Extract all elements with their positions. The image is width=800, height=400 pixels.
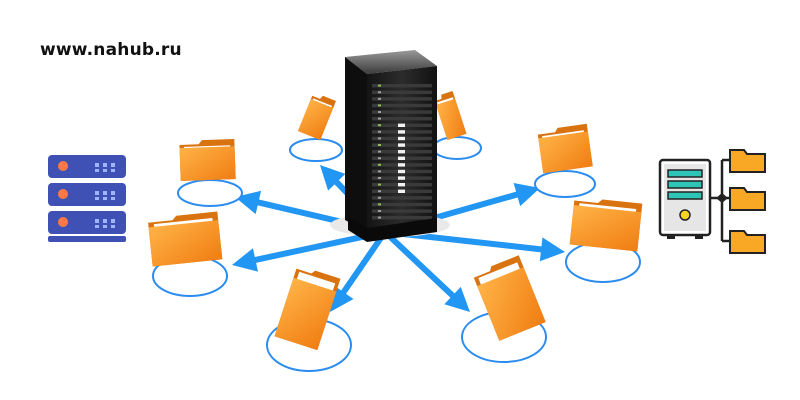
folder-icon (537, 123, 593, 174)
site-url-label: www.nahub.ru (40, 40, 182, 60)
folder-icon (473, 255, 546, 341)
folder-icon (274, 268, 341, 351)
drive-led (398, 123, 405, 127)
status-led (378, 84, 381, 87)
drive-slot (372, 202, 432, 207)
folder-icon (298, 95, 336, 140)
drive-led (398, 130, 405, 134)
folder-icon (179, 139, 236, 181)
ring (534, 170, 596, 198)
folder-nodes (148, 91, 643, 372)
arrow (330, 230, 388, 312)
drive-led (398, 169, 405, 174)
status-led (378, 170, 381, 173)
ring (177, 179, 243, 207)
drive-slot (372, 103, 432, 108)
status-led (378, 137, 381, 140)
arrow (384, 229, 565, 262)
server-rack-icon (48, 155, 126, 242)
drive-slot (372, 196, 432, 200)
folder-icon (148, 211, 223, 267)
ring (432, 136, 482, 160)
arrow (232, 229, 386, 272)
drive-slot (372, 209, 432, 213)
status-led (378, 97, 381, 100)
status-led (378, 216, 381, 219)
computer-folder-tree-icon (658, 149, 766, 254)
status-led (378, 203, 381, 206)
drive-slot (372, 97, 432, 101)
status-led (378, 130, 381, 133)
status-led (378, 104, 381, 107)
drive-led (398, 156, 405, 160)
tree-folder-icon (729, 149, 766, 173)
status-led (378, 183, 381, 186)
ring (289, 138, 343, 162)
folder-icon (569, 199, 643, 252)
drive-led (398, 150, 405, 154)
drive-slot (372, 117, 432, 121)
drive-slot (372, 84, 432, 88)
drive-slot (372, 90, 432, 94)
status-led (378, 210, 381, 212)
status-led (378, 117, 381, 120)
tower-drive-slots (372, 84, 432, 220)
drive-led (398, 163, 405, 167)
status-led (378, 111, 381, 113)
drive-led (398, 136, 405, 141)
status-led (378, 91, 381, 94)
tree-folder-icon (729, 187, 766, 211)
drive-led (398, 176, 405, 180)
status-led (378, 190, 381, 193)
server-tower-icon (330, 50, 450, 242)
status-led (378, 144, 381, 146)
tower-base (348, 216, 437, 242)
status-led (378, 177, 381, 179)
drive-slot (372, 216, 432, 220)
drive-led (398, 143, 405, 147)
drive-led (398, 183, 405, 187)
drive-slot (372, 110, 432, 114)
folder-icon (434, 91, 467, 140)
tree-folder-icon (729, 230, 766, 254)
status-led (378, 124, 381, 127)
tower-side (345, 57, 367, 232)
status-led (378, 196, 381, 199)
status-led (378, 150, 381, 153)
status-led (378, 163, 381, 166)
status-led (378, 157, 381, 160)
arrow (382, 229, 470, 312)
drive-led (398, 189, 405, 193)
tower-top (345, 50, 437, 74)
